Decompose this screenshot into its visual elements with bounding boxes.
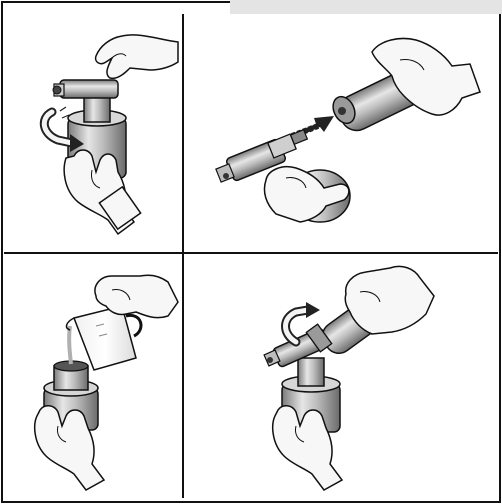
header-tab [230,0,502,14]
liquid-stream [69,326,71,364]
